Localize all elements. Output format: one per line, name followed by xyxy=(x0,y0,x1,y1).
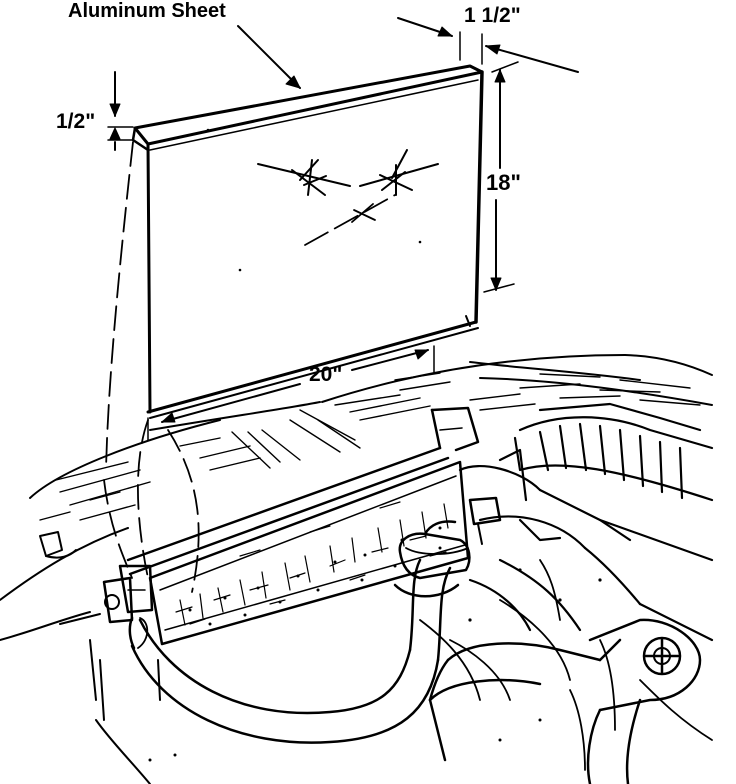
radiator-core xyxy=(148,460,470,646)
width-dimension: 20" xyxy=(309,363,343,386)
engine-details xyxy=(419,559,713,771)
height-dimension: 18" xyxy=(486,170,521,195)
radiator-fins xyxy=(175,501,449,626)
dim-width-arrows xyxy=(147,345,435,441)
hood-hatching xyxy=(39,372,701,521)
leader-aluminum-sheet xyxy=(237,25,301,89)
mount-mark-left xyxy=(257,159,351,196)
dim-flange-width-arrows xyxy=(397,17,579,73)
thermostat-housing xyxy=(398,496,502,580)
engine-speckle xyxy=(148,568,602,762)
air-cleaner xyxy=(498,402,714,502)
flange-width-dimension: 1 1/2" xyxy=(464,4,521,27)
valve-cover xyxy=(428,638,622,762)
upper-radiator-hose xyxy=(128,558,460,744)
sheet-speckle xyxy=(206,128,422,272)
hood-outline xyxy=(0,354,713,601)
placement-guide-lines xyxy=(103,141,200,593)
mount-mark-center xyxy=(304,194,396,246)
hinge-bracket xyxy=(39,531,77,559)
distributor xyxy=(586,618,702,784)
aluminum-sheet-label: Aluminum Sheet xyxy=(68,0,226,22)
flange-height-dimension: 1/2" xyxy=(56,110,96,133)
fender-left xyxy=(0,611,161,784)
aluminum-sheet xyxy=(131,64,484,419)
radiator-support xyxy=(102,406,480,624)
dim-height-arrows xyxy=(483,61,519,293)
mount-mark-right xyxy=(359,149,439,196)
dim-flange-height-arrows xyxy=(107,71,134,151)
engine-block xyxy=(458,465,714,642)
